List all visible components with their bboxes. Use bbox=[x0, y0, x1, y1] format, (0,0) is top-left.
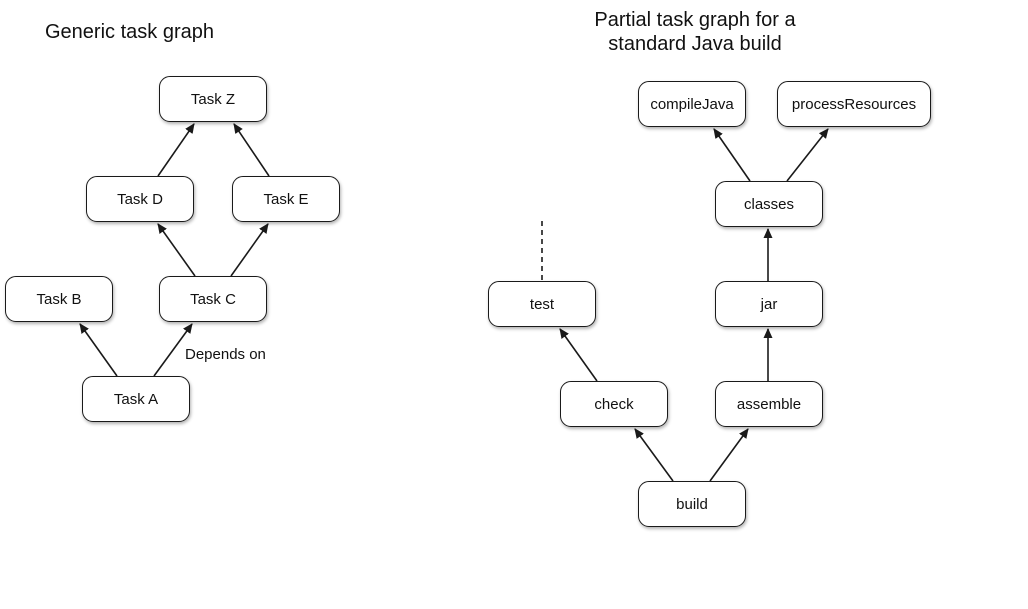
edge-taska-to-taskc bbox=[153, 323, 193, 377]
node-classes: classes bbox=[715, 181, 823, 227]
edge-check-to-test bbox=[559, 328, 598, 382]
node-task-z: Task Z bbox=[159, 76, 267, 122]
node-task-a: Task A bbox=[82, 376, 190, 422]
edge-label-depends-on: Depends on bbox=[185, 346, 266, 363]
node-test: test bbox=[488, 281, 596, 327]
node-task-e: Task E bbox=[232, 176, 340, 222]
java-build-graph-title: Partial task graph for a standard Java b… bbox=[540, 8, 850, 56]
node-task-b: Task B bbox=[5, 276, 113, 322]
node-build: build bbox=[638, 481, 746, 527]
edge-classes-to-processresources bbox=[786, 128, 829, 182]
edge-taska-to-taskb bbox=[79, 323, 118, 377]
node-compile-java: compileJava bbox=[638, 81, 746, 127]
node-process-resources: processResources bbox=[777, 81, 931, 127]
edge-classes-to-compilejava bbox=[713, 128, 751, 182]
edge-taskc-to-taskd bbox=[157, 223, 196, 277]
node-check: check bbox=[560, 381, 668, 427]
node-assemble: assemble bbox=[715, 381, 823, 427]
edge-taskc-to-taske bbox=[230, 223, 269, 277]
java-build-graph-title-line2: standard Java build bbox=[608, 33, 782, 55]
edge-taskd-to-taskz bbox=[157, 123, 195, 177]
java-build-graph-title-line1: Partial task graph for a bbox=[594, 9, 796, 31]
generic-graph-title: Generic task graph bbox=[45, 21, 214, 43]
node-task-c: Task C bbox=[159, 276, 267, 322]
edge-build-to-check bbox=[634, 428, 674, 482]
edge-taske-to-taskz bbox=[233, 123, 270, 177]
node-jar: jar bbox=[715, 281, 823, 327]
node-task-d: Task D bbox=[86, 176, 194, 222]
edge-build-to-assemble bbox=[709, 428, 749, 482]
